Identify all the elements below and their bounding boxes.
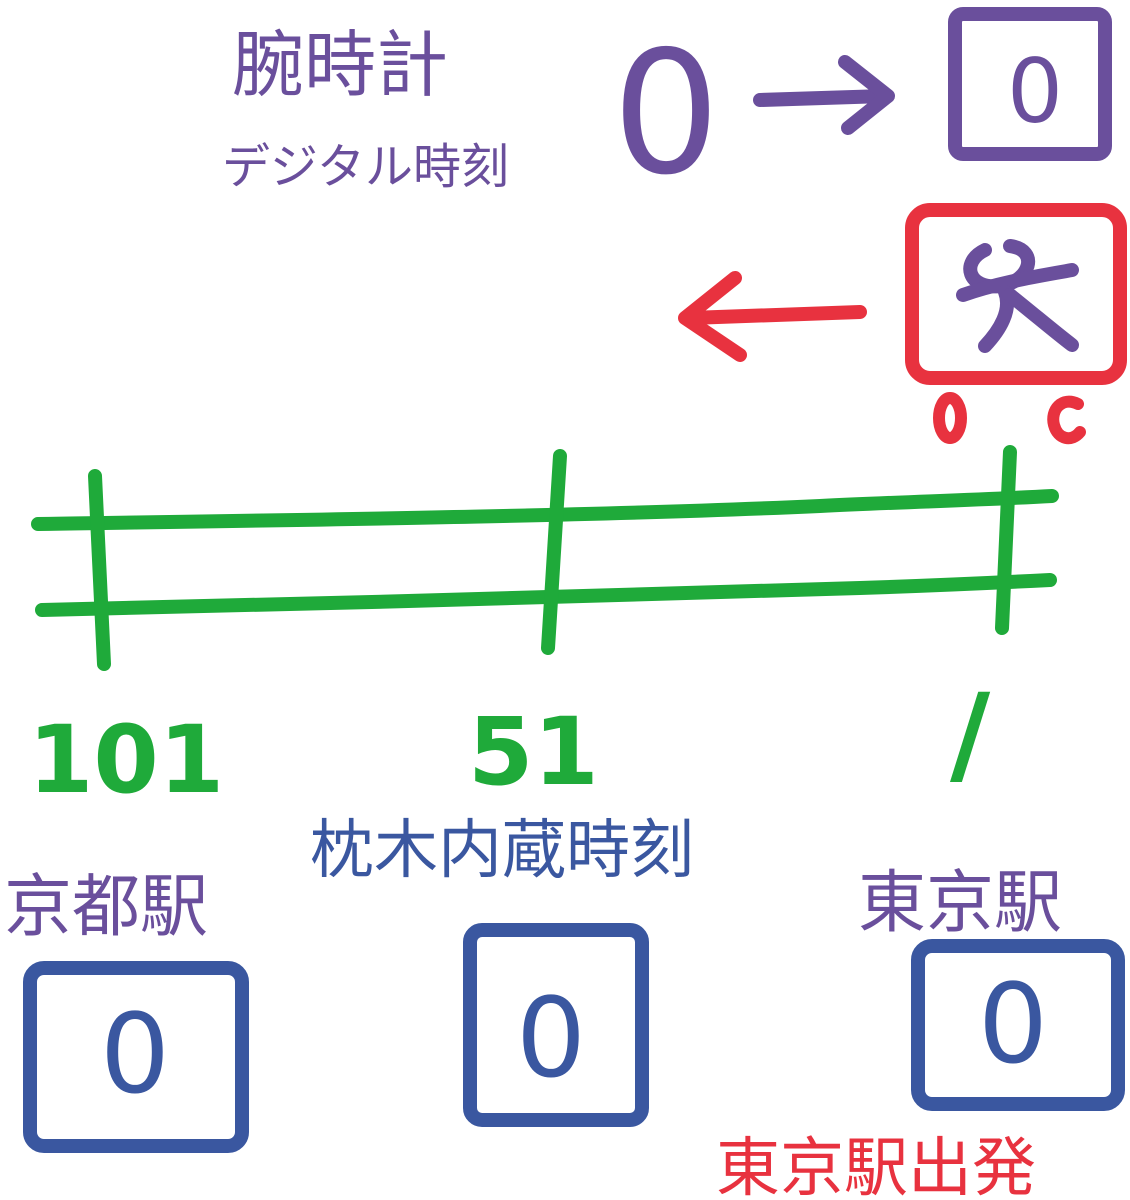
sleeper-number-101: 101 <box>28 706 224 815</box>
train-body <box>905 203 1127 385</box>
arrow-right-icon <box>753 55 895 135</box>
sleeper-display-middle-digit: 0 <box>516 974 586 1102</box>
train-wheel-right <box>1047 395 1086 445</box>
watch-display-box <box>948 7 1112 161</box>
train-wheels <box>933 392 1086 445</box>
watch-label: 腕時計 <box>232 23 448 107</box>
passenger-figure-icon <box>956 239 1079 353</box>
sleeper-display-kyoto: 0 <box>23 961 249 1153</box>
sleeper-101 <box>88 469 111 671</box>
kyoto-station-label: 京都駅 <box>4 868 208 947</box>
sleeper-51 <box>541 449 567 655</box>
sleeper-number-51: 51 <box>468 698 599 807</box>
tokyo-departure-label: 東京駅出発 <box>716 1132 1036 1200</box>
sleeper-1 <box>995 445 1017 635</box>
sleeper-number-1: / <box>950 670 991 798</box>
watch-display-digit: 0 <box>1007 40 1063 143</box>
train-wheel-left <box>933 392 967 444</box>
railway-track <box>31 445 1059 671</box>
sleeper-display-middle: 0 <box>463 923 649 1127</box>
watch-counter-digit: 0 <box>612 15 720 213</box>
rail-top <box>31 489 1059 531</box>
sleeper-display-tokyo: 0 <box>911 939 1125 1111</box>
arrow-left-icon <box>678 271 867 362</box>
rail-bottom <box>35 573 1057 617</box>
sleeper-display-kyoto-digit: 0 <box>100 990 170 1118</box>
sleeper-display-tokyo-digit: 0 <box>978 960 1048 1088</box>
tokyo-station-label: 東京駅 <box>858 864 1062 943</box>
sleeper-time-label: 枕木内蔵時刻 <box>310 814 694 888</box>
digital-time-label: デジタル時刻 <box>222 139 509 195</box>
